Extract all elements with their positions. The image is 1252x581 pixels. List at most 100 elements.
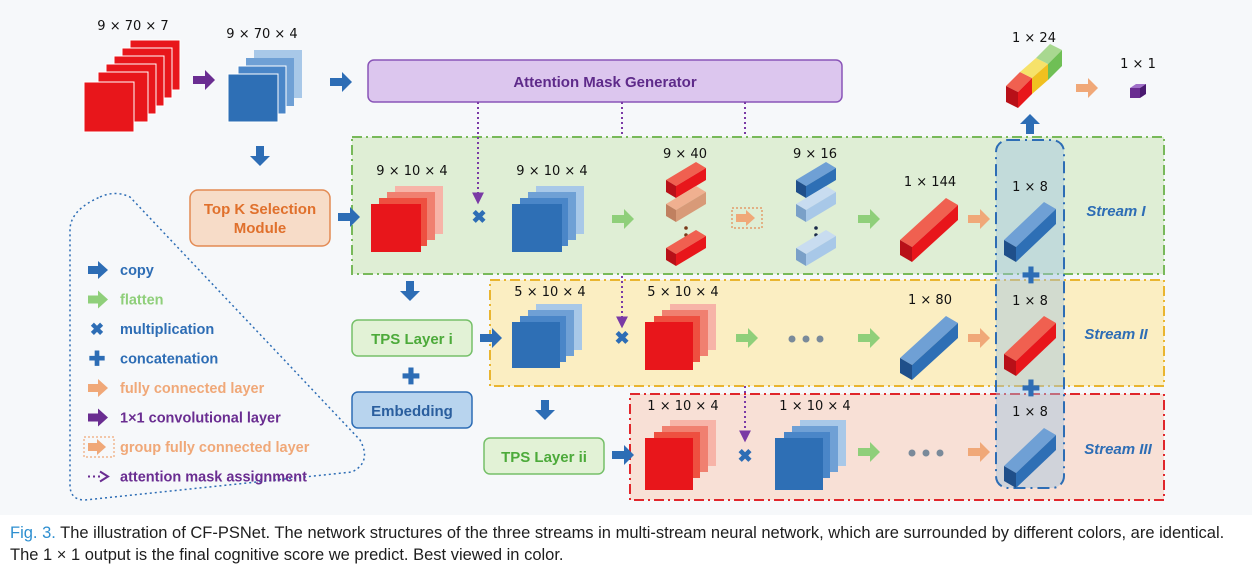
conv1x1-icon: [88, 408, 108, 427]
legend-label: multiplication: [120, 322, 214, 338]
s2-input-dims: 5 × 10 × 4: [514, 285, 585, 300]
svg-text:✖: ✖: [90, 320, 104, 339]
input-dims: 9 × 70 × 7: [97, 19, 168, 34]
tps-layer-ii-label: TPS Layer ii: [501, 449, 587, 466]
s1-concat-dims: 1 × 144: [904, 175, 956, 190]
s1-output-bar: [1004, 202, 1056, 262]
mult-icon-s2: ✖: [614, 328, 629, 348]
s2-concat-bar: [900, 316, 958, 380]
copy-arrow-up: [1020, 114, 1040, 134]
figure-number: Fig. 3.: [10, 524, 56, 542]
flatten-arrow-s2-b: [858, 328, 880, 348]
multiplication-icon: ✖: [90, 320, 104, 339]
copy-arrow-down-3: [535, 400, 555, 420]
s1-input-tensor: [371, 186, 443, 252]
s3-input-tensor: [645, 420, 716, 490]
copy-arrow-to-s2: [480, 328, 502, 348]
topk-module-box: [189, 189, 331, 247]
s3-output-dims: 1 × 8: [1012, 405, 1048, 420]
tps-layer-i-label: TPS Layer i: [371, 331, 453, 348]
flatten-arrow-s1: [612, 209, 634, 229]
svg-text:✚: ✚: [89, 349, 106, 371]
attention-mask-generator-box: [367, 59, 843, 103]
legend-label: 1×1 convolutional layer: [120, 411, 281, 427]
conv-output-dims: 9 × 70 × 4: [226, 27, 297, 42]
cf-psnet-diagram: copy flatten ✖ multiplication ✚ concatenation…: [69, 19, 1165, 501]
s2-input-tensor: [512, 304, 582, 368]
group-fc-arrow-s1: [736, 210, 755, 226]
s1-flatten-dims: 9 × 40: [663, 147, 707, 162]
concat-plus-embed: ✚: [402, 364, 420, 389]
legend-label: group fully connected layer: [120, 440, 310, 456]
copy-arrow-down-1: [250, 146, 270, 166]
final-output-dims: 1 × 1: [1120, 57, 1156, 72]
stream-1-label: Stream I: [1086, 203, 1146, 220]
conv-output-tensor: [227, 50, 302, 123]
stream-1-region: [351, 136, 1165, 275]
s3-masked-dims: 1 × 10 × 4: [779, 399, 850, 414]
s3-ellipsis: [908, 449, 944, 457]
flatten-arrow-s1-b: [858, 209, 880, 229]
fc-arrow-s2: [968, 328, 990, 348]
s1-group-dims: 9 × 16: [793, 147, 837, 162]
concat-all-dims: 1 × 24: [1012, 31, 1056, 46]
s3-masked-tensor: [775, 420, 846, 490]
s1-masked-dims: 9 × 10 × 4: [516, 164, 587, 179]
s2-masked-tensor: [645, 304, 716, 370]
copy-arrow-to-s1: [338, 207, 360, 227]
embedding-label: Embedding: [371, 403, 453, 420]
flatten-icon: [88, 290, 108, 309]
copy-icon: [88, 261, 108, 279]
s1-concat-bar: [900, 198, 958, 262]
copy-arrow-to-attention: [330, 72, 352, 92]
s2-concat-dims: 1 × 80: [908, 293, 952, 308]
figure-caption: Fig. 3. The illustration of CF-PSNet. Th…: [10, 522, 1246, 566]
s1-masked-tensor: [512, 186, 584, 252]
s1-group-rods: [796, 162, 836, 266]
concat-all-bar: [1006, 44, 1062, 108]
flatten-arrow-s2: [736, 328, 758, 348]
s1-output-dims: 1 × 8: [1012, 180, 1048, 195]
fc-arrow-final: [1076, 78, 1098, 98]
topk-label-1: Top K Selection: [204, 201, 316, 218]
fc-layer-icon: [88, 379, 108, 397]
fc-arrow-s1: [968, 209, 990, 229]
s1-input-dims: 9 × 10 × 4: [376, 164, 447, 179]
stream-3-label: Stream III: [1084, 441, 1152, 458]
mult-icon-s1: ✖: [471, 207, 486, 227]
copy-arrow-down-2: [400, 281, 420, 301]
topk-label-2: Module: [234, 220, 287, 237]
s3-input-dims: 1 × 10 × 4: [647, 399, 718, 414]
embedding-box: [351, 391, 473, 429]
mult-icon-s3: ✖: [737, 446, 752, 466]
legend-label: flatten: [120, 293, 164, 309]
s2-masked-dims: 5 × 10 × 4: [647, 285, 718, 300]
stream-2-label: Stream II: [1084, 326, 1148, 343]
legend-panel: [69, 192, 366, 501]
fc-arrow-s3: [968, 442, 990, 462]
conv1x1-arrow: [193, 70, 215, 90]
legend-label: fully connected layer: [120, 381, 265, 397]
s3-output-bar: [1004, 428, 1056, 488]
tps-layer-ii-box: [483, 437, 605, 475]
attention-mask-icon: [88, 470, 110, 483]
attention-mask-generator-label: Attention Mask Generator: [513, 74, 697, 91]
group-fc-box-s1: [731, 207, 763, 229]
legend-label: concatenation: [120, 352, 218, 368]
final-output-cube: [1130, 84, 1146, 98]
copy-arrow-to-s3: [612, 445, 634, 465]
legend-label: attention mask assignment: [120, 470, 307, 486]
group-fc-icon: [83, 436, 115, 458]
flatten-arrow-s3: [858, 442, 880, 462]
s2-output-dims: 1 × 8: [1012, 294, 1048, 309]
input-tensor: [83, 39, 181, 133]
caption-text: The illustration of CF-PSNet. The networ…: [10, 524, 1225, 564]
stream-3-region: [629, 393, 1165, 501]
tps-layer-i-box: [351, 319, 473, 357]
s2-output-bar: [1004, 316, 1056, 376]
s2-ellipsis: [788, 335, 824, 343]
s1-flatten-rods: [666, 162, 706, 266]
concat-plus-2: ✚: [1022, 376, 1040, 401]
legend-label: copy: [120, 263, 154, 279]
concat-plus-1: ✚: [1022, 263, 1040, 288]
